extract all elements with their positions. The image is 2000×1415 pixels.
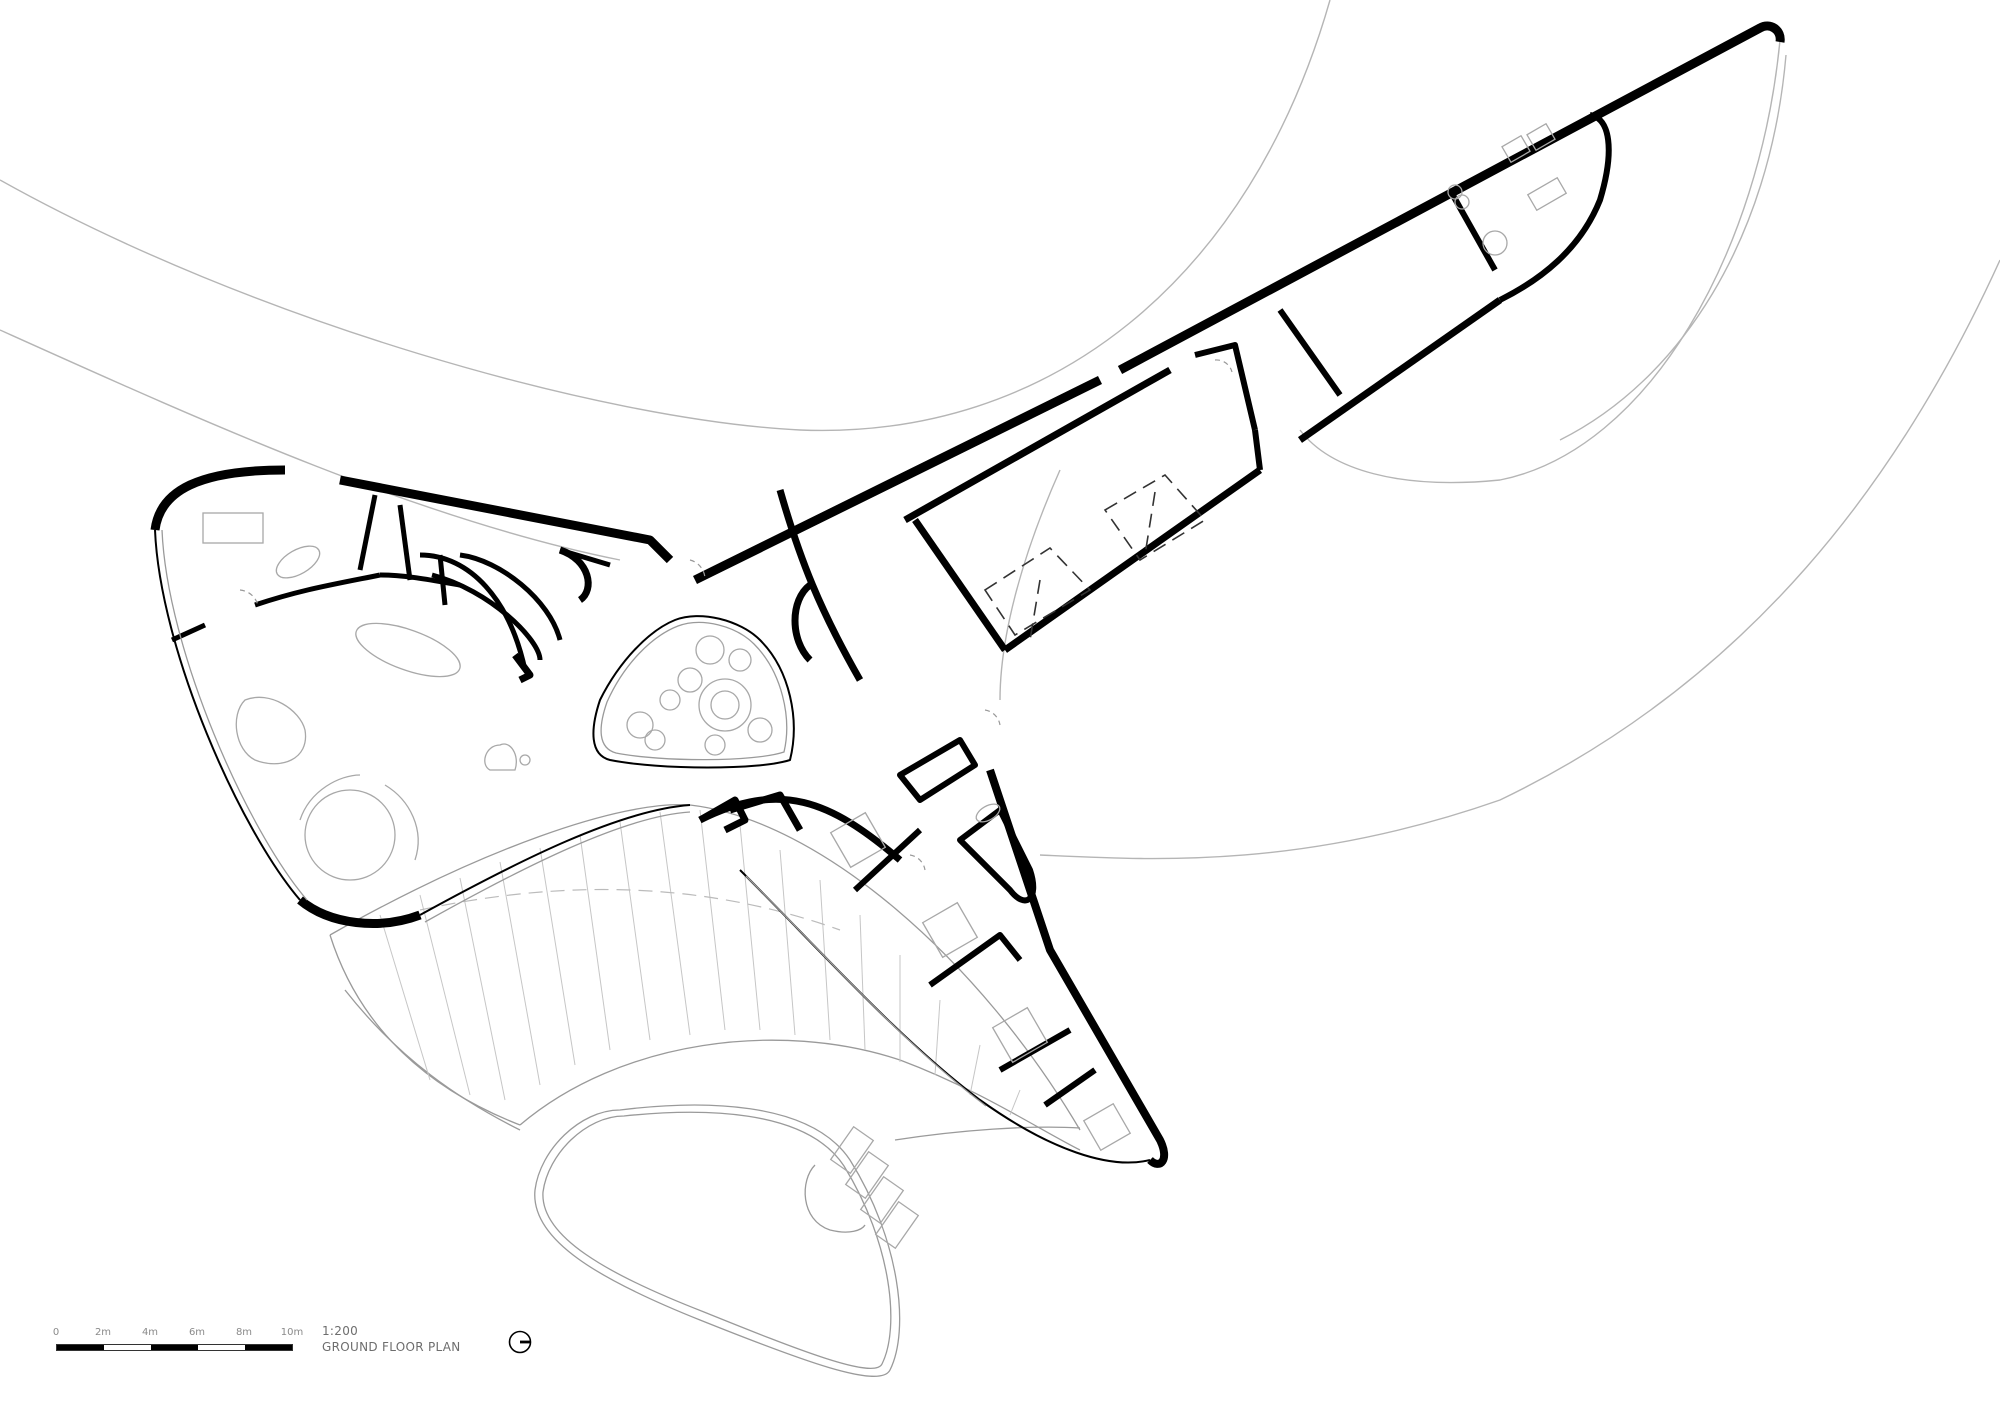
- scale-segment: [151, 1345, 198, 1350]
- plan-title-block: 1:200 GROUND FLOOR PLAN: [322, 1323, 461, 1355]
- glazing: [161, 529, 987, 1107]
- garage-cars: [983, 473, 1207, 641]
- scale-label-2m: 2m: [94, 1327, 112, 1338]
- site-contours: [0, 0, 2000, 860]
- courtyard: [592, 615, 795, 769]
- north-arrow-icon: [508, 1330, 532, 1354]
- scale-bar: [56, 1344, 293, 1351]
- scale-label-8m: 8m: [235, 1327, 253, 1338]
- scale-label-10m: 10m: [280, 1327, 304, 1338]
- living-furniture: [202, 512, 531, 881]
- scale-segment: [245, 1345, 292, 1350]
- door-swings: [239, 359, 1233, 871]
- scale-segment: [198, 1345, 245, 1350]
- scale-label-0: 0: [52, 1327, 60, 1338]
- timber-deck: [329, 804, 1081, 1151]
- pool: [534, 1104, 920, 1377]
- exterior-walls: [150, 21, 1785, 1168]
- scale-segment: [57, 1345, 104, 1350]
- plan-title: GROUND FLOOR PLAN: [322, 1340, 461, 1354]
- scale-label-6m: 6m: [188, 1327, 206, 1338]
- scale-bar-labels: 0 2m 4m 6m 8m 10m: [52, 1327, 308, 1341]
- bedroom-furniture: [829, 803, 1132, 1152]
- scale-label-4m: 4m: [141, 1327, 159, 1338]
- scale-segment: [104, 1345, 151, 1350]
- utility-fixtures: [1447, 122, 1568, 256]
- plan-scale: 1:200: [322, 1324, 359, 1338]
